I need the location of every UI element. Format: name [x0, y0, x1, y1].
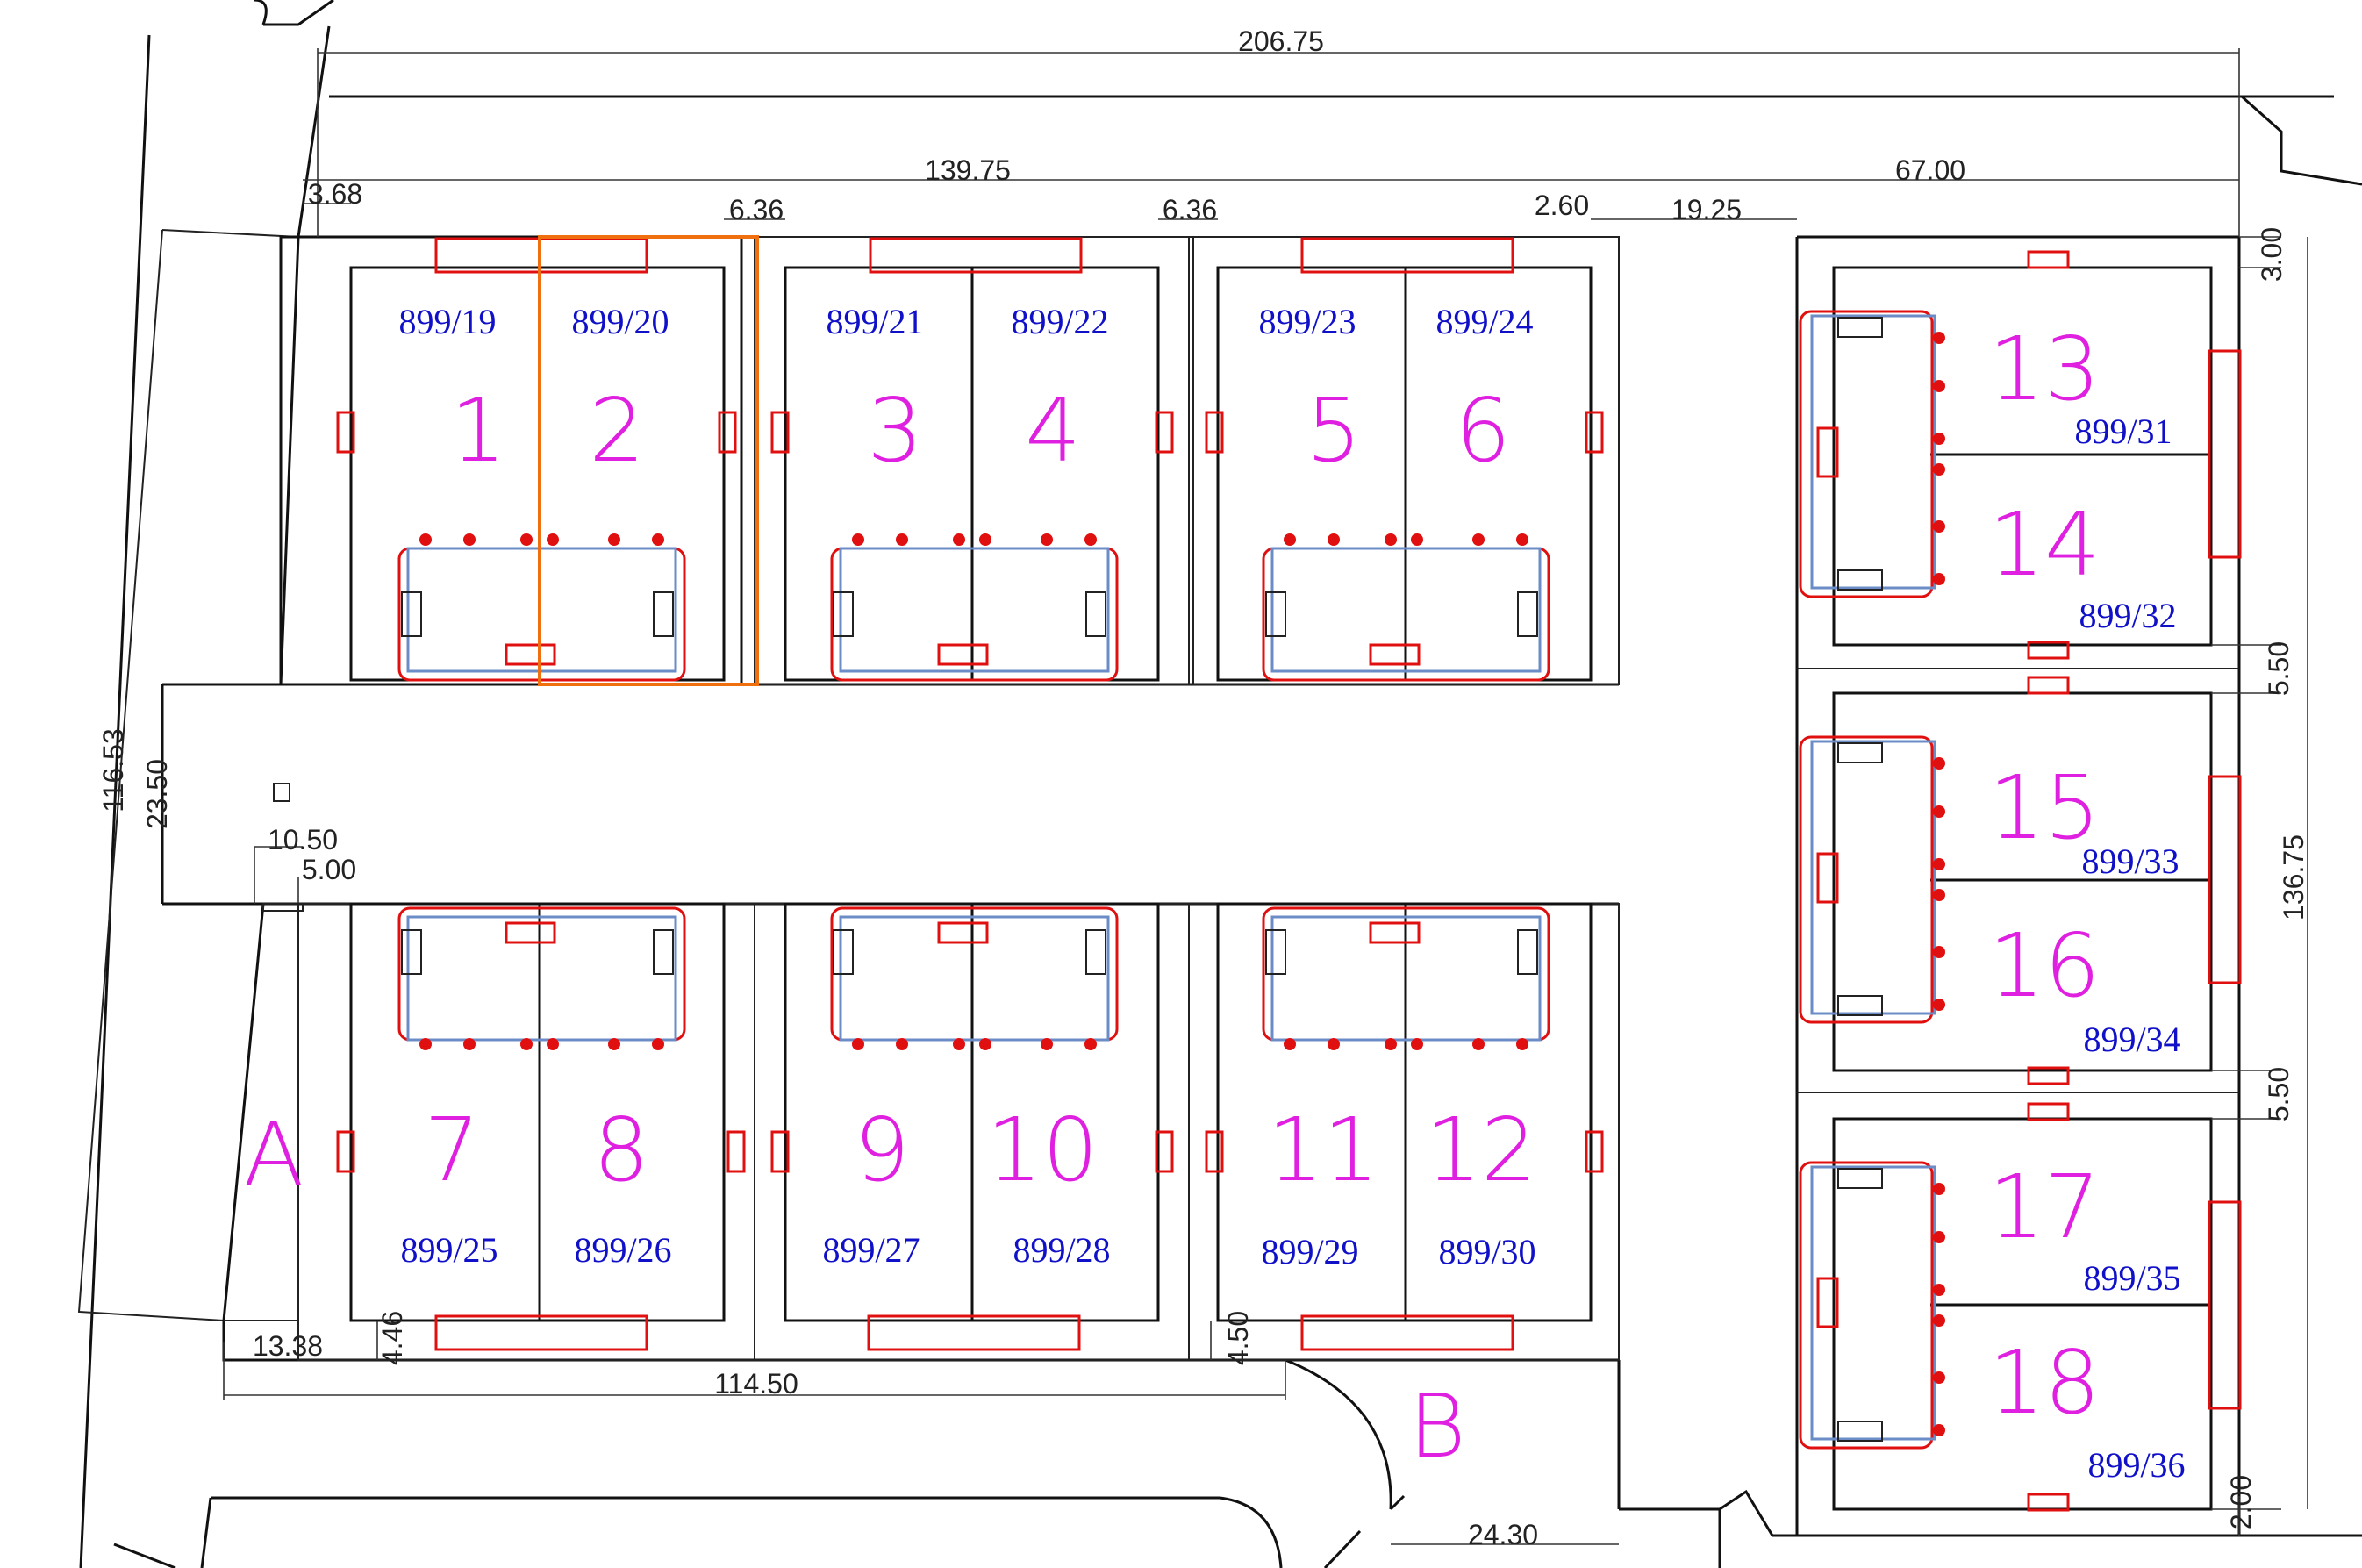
- plot-number[interactable]: 16: [1988, 914, 2100, 1017]
- dim-right-top: 3.00: [2256, 227, 2287, 282]
- marker-icon: [273, 783, 290, 802]
- plot-number[interactable]: 7: [424, 1099, 480, 1201]
- bottom-row-blocks: [297, 902, 1620, 1361]
- road-label-a: A: [244, 1103, 304, 1206]
- dim-road-width: 23.50: [141, 759, 173, 829]
- plot-number[interactable]: 9: [854, 1099, 910, 1201]
- gate-icon: [262, 903, 304, 912]
- dim-left-block: 139.75: [925, 154, 1011, 186]
- plot-number[interactable]: 3: [867, 379, 923, 482]
- dim-bottom-right: 2.00: [2225, 1475, 2257, 1529]
- parcel-code: 899/29: [1261, 1232, 1358, 1271]
- parcel-code: 899/33: [2081, 841, 2179, 881]
- dim-gap-b: 6.36: [1163, 194, 1217, 226]
- dimension-labels: 206.75 139.75 67.00 3.68 6.36 6.36 2.60 …: [97, 25, 2309, 1550]
- dim-row-gap-1: 5.50: [2263, 641, 2294, 696]
- plot-number[interactable]: 14: [1988, 493, 2100, 596]
- dim-corner-h1: 4.46: [376, 1311, 408, 1365]
- dim-corner-h2: 4.50: [1222, 1311, 1254, 1365]
- parcel-code: 899/36: [2087, 1445, 2185, 1485]
- plot-number[interactable]: 5: [1306, 379, 1362, 482]
- plot-number[interactable]: 2: [589, 379, 645, 482]
- road-label-b: B: [1408, 1375, 1465, 1478]
- plot-number[interactable]: 15: [1988, 756, 2100, 859]
- dim-corner-width: 13.38: [253, 1330, 323, 1362]
- parcel-code: 899/19: [398, 302, 496, 341]
- dim-right-height: 136.75: [2278, 834, 2309, 920]
- dim-left-total: 116.53: [97, 728, 129, 813]
- plot-number[interactable]: 6: [1455, 379, 1511, 482]
- plot-number[interactable]: 4: [1025, 379, 1081, 482]
- parcel-code: 899/21: [826, 302, 923, 341]
- parcel-code: 899/20: [571, 302, 669, 341]
- plot-labels: 1 899/19 2 899/20 3 899/21 4 899/22 5 89…: [398, 302, 2185, 1485]
- plot-number[interactable]: 12: [1425, 1099, 1536, 1201]
- selected-plot-outline[interactable]: [538, 235, 759, 686]
- dim-gap-d: 19.25: [1671, 194, 1742, 226]
- dimension-lines: [223, 48, 2308, 1545]
- parcel-code: 899/25: [400, 1230, 497, 1270]
- dim-small-b: 5.00: [302, 854, 356, 885]
- parcel-code: 899/24: [1435, 302, 1533, 341]
- parcel-code: 899/28: [1013, 1230, 1110, 1270]
- dim-gap-c: 2.60: [1535, 190, 1589, 221]
- parcel-code: 899/35: [2083, 1258, 2180, 1298]
- parcel-code: 899/22: [1011, 302, 1108, 341]
- dim-road-b: 24.30: [1468, 1519, 1538, 1550]
- dim-small-a: 10.50: [268, 824, 338, 856]
- dim-bottom-block: 114.50: [714, 1368, 798, 1400]
- dim-top-total: 206.75: [1238, 25, 1324, 57]
- parcel-code: 899/26: [574, 1230, 671, 1270]
- plot-number[interactable]: 13: [1988, 318, 2100, 420]
- parcel-code: 899/30: [1438, 1232, 1535, 1271]
- parcel-code: 899/23: [1258, 302, 1356, 341]
- parcel-code: 899/31: [2074, 412, 2172, 451]
- dim-row-gap-2: 5.50: [2263, 1067, 2294, 1121]
- right-column-blocks: [1832, 266, 2213, 1511]
- parcel-code: 899/34: [2083, 1020, 2180, 1059]
- plot-number[interactable]: 11: [1267, 1099, 1378, 1201]
- plot-number[interactable]: 10: [986, 1099, 1098, 1201]
- dim-right-block: 67.00: [1895, 154, 1965, 186]
- dim-gap-a: 6.36: [729, 194, 784, 226]
- dim-setback-left: 3.68: [308, 178, 362, 210]
- plot-number[interactable]: 17: [1988, 1156, 2100, 1258]
- building-details: [336, 237, 2242, 1512]
- plot-number[interactable]: 8: [593, 1099, 649, 1201]
- plot-number[interactable]: 1: [450, 379, 506, 482]
- plot-number[interactable]: 18: [1988, 1331, 2100, 1434]
- parcel-code: 899/32: [2079, 596, 2176, 635]
- top-row-blocks: [279, 235, 1620, 686]
- parcel-code: 899/27: [822, 1230, 920, 1270]
